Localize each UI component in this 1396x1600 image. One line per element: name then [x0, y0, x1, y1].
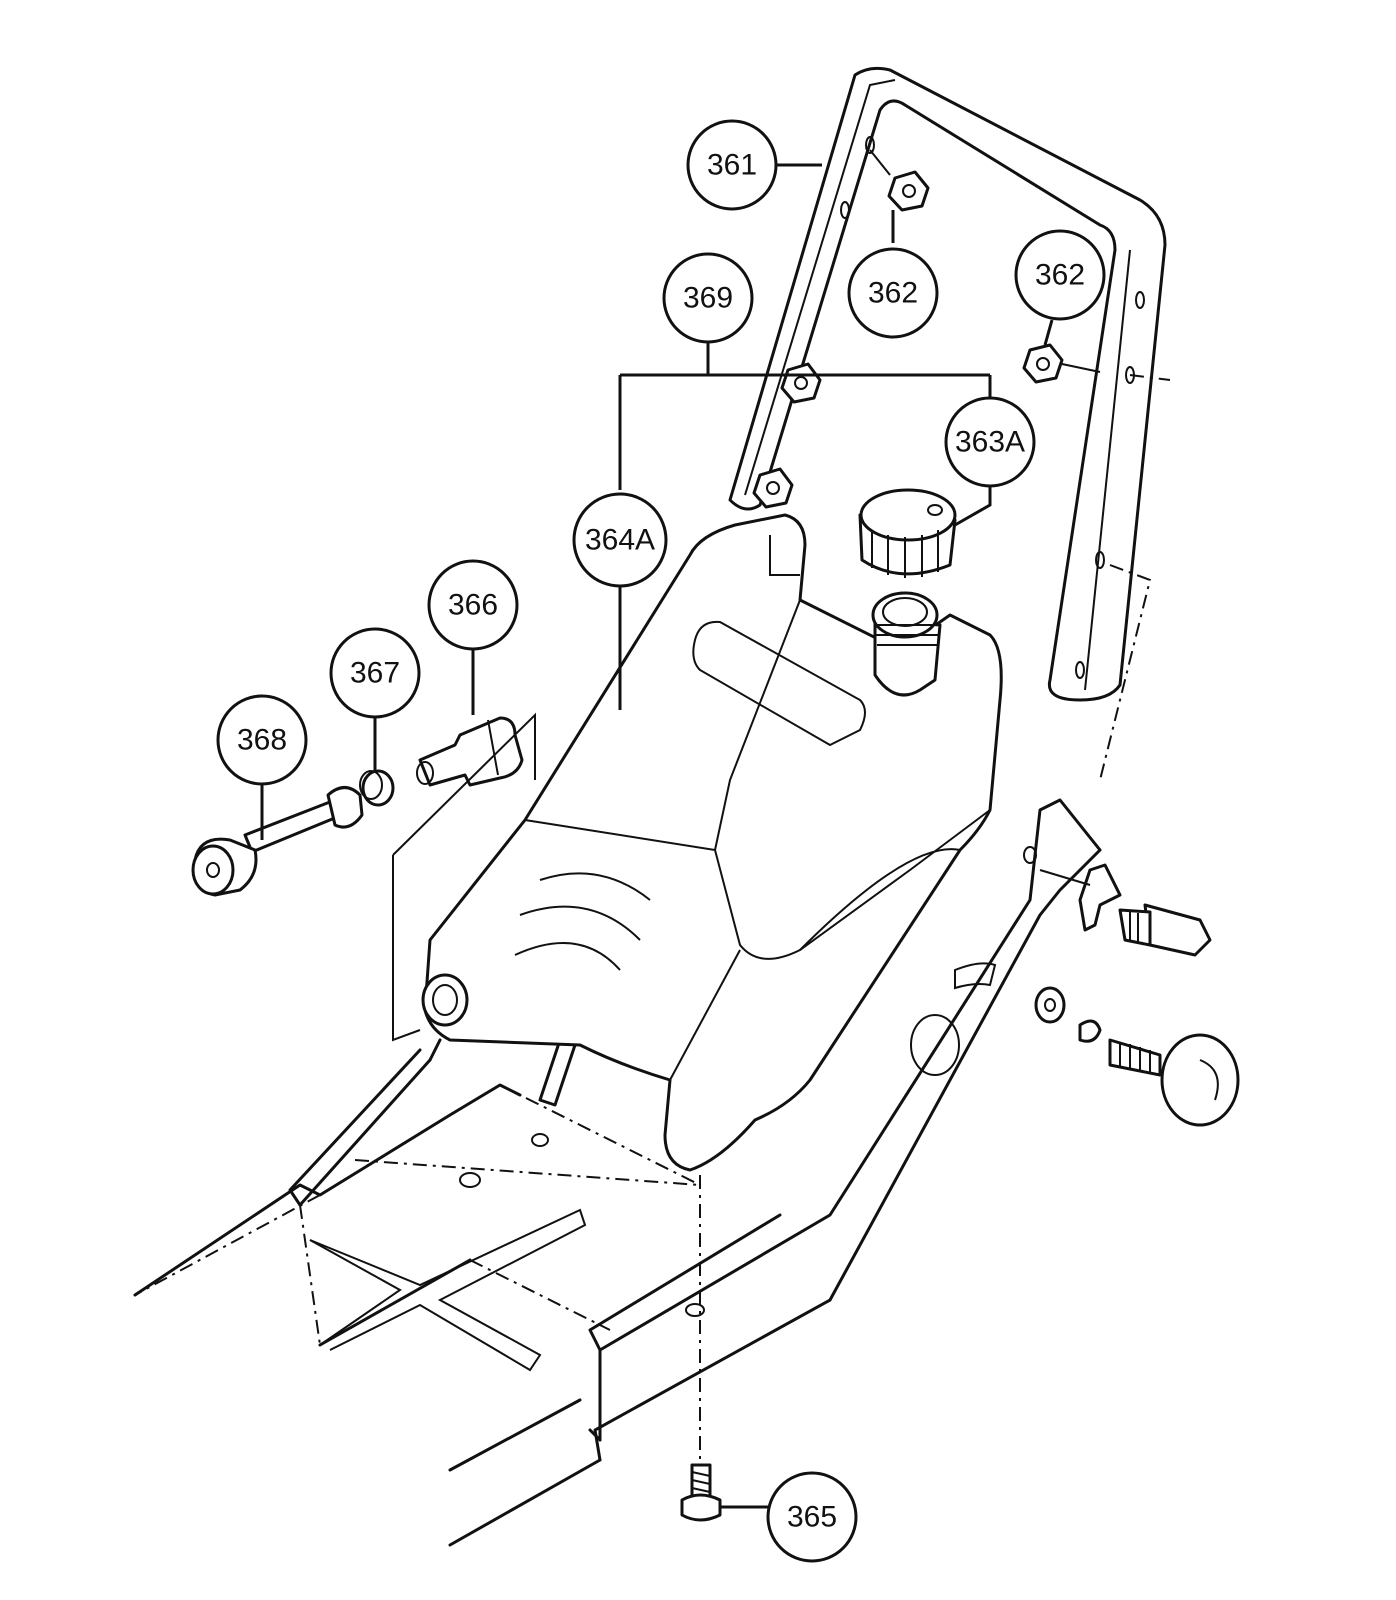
- callout-365: 365: [766, 1471, 858, 1563]
- hex-nut-frame-1: [780, 362, 822, 404]
- bracket-bolt: [1039, 863, 1212, 957]
- hex-nut-right: [1022, 343, 1101, 384]
- svg-text:361: 361: [707, 149, 757, 182]
- hex-nut-frame-2: [752, 467, 794, 509]
- svg-text:367: 367: [350, 657, 400, 690]
- fuel-tank: [421, 513, 1003, 1172]
- frame-base: [133, 733, 1102, 1547]
- leader-lines: [260, 163, 1054, 1509]
- callout-364A: 364A: [572, 492, 668, 588]
- svg-text:363A: 363A: [955, 426, 1025, 459]
- bottom-bolt: [680, 1175, 722, 1522]
- filter-dash-box-lower: [392, 855, 421, 1042]
- callout-361: 361: [686, 119, 778, 211]
- svg-text:362: 362: [868, 277, 918, 310]
- callout-369: 369: [662, 252, 754, 344]
- washer-knob: [1034, 986, 1240, 1127]
- grommet-pipe: [191, 786, 364, 897]
- svg-text:368: 368: [237, 724, 287, 757]
- filter-dash-box: [392, 712, 536, 856]
- callout-366: 366: [427, 559, 519, 651]
- hose-clip: [359, 769, 395, 807]
- svg-text:369: 369: [683, 282, 733, 315]
- hex-nut-upper: [869, 149, 930, 212]
- callout-368: 368: [216, 694, 308, 786]
- svg-text:365: 365: [787, 1501, 837, 1534]
- guard-frame: [728, 66, 1171, 781]
- svg-text:364A: 364A: [585, 524, 655, 557]
- callout-363A: 363A: [944, 396, 1036, 488]
- svg-text:366: 366: [448, 589, 498, 622]
- callout-362-upper: 362: [847, 247, 939, 339]
- svg-text:362: 362: [1035, 259, 1085, 292]
- callout-362-right: 362: [1014, 229, 1106, 321]
- callout-367: 367: [329, 627, 421, 719]
- fuel-cap: [858, 488, 957, 578]
- fuel-filter: [416, 716, 524, 787]
